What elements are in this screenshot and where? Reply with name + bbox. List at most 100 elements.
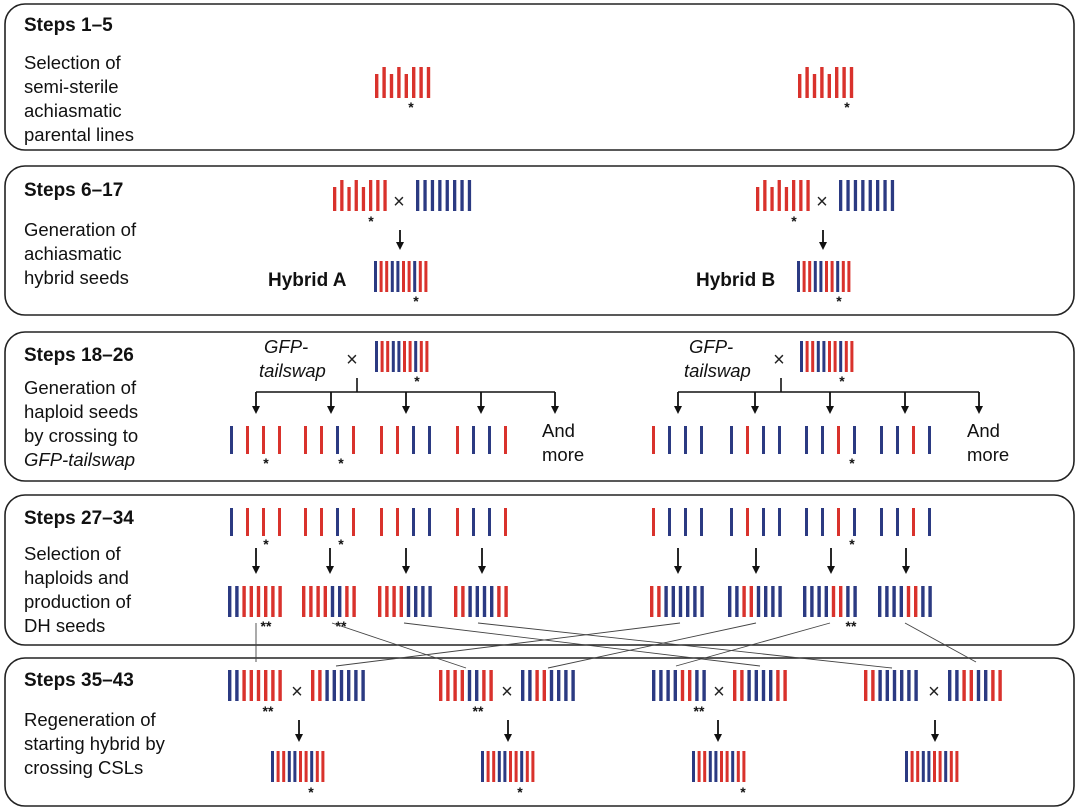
chromosome-bar <box>246 426 249 454</box>
chromosome-bar <box>822 341 826 372</box>
chromosome-bar <box>454 586 458 617</box>
dh-seed-4 <box>650 586 704 617</box>
chromosome-bar <box>896 508 899 536</box>
panel4-line2: haploids and <box>24 567 129 588</box>
chromosome-bar <box>347 187 351 211</box>
chromosome-bar <box>336 508 339 536</box>
chromosome-bar <box>446 670 450 701</box>
chromosome-bar <box>777 180 781 211</box>
panel3-line1: Generation of <box>24 377 137 398</box>
chromosome-bar <box>520 751 524 782</box>
chromosome-bar <box>998 670 1002 701</box>
chromosome-bar <box>955 751 959 782</box>
chromosome-bar <box>375 341 378 372</box>
chromosome-bar <box>885 586 889 617</box>
chromosome-bar <box>927 751 931 782</box>
chromosome-bar <box>671 586 675 617</box>
chromosome-bar <box>347 670 351 701</box>
chromosome-bar <box>504 426 507 454</box>
chromosome-bar <box>876 180 880 211</box>
star-p2-parent-right: * <box>791 213 797 229</box>
chromosome-bar <box>778 586 782 617</box>
star-regenerated-0: * <box>308 784 314 800</box>
chromosome-bar <box>318 670 322 701</box>
panel5-title: Steps 35–43 <box>24 670 134 691</box>
chromosome-bar <box>304 508 307 536</box>
chromosome-bar <box>844 341 848 372</box>
chromosome-bar <box>412 426 415 454</box>
chromosome-bar <box>445 180 449 211</box>
chromosome-bar <box>816 341 820 372</box>
chromosome-bar <box>803 586 807 617</box>
csl-right-2 <box>733 670 787 701</box>
chromosome-bar <box>659 670 663 701</box>
chromosome-bar <box>850 341 854 372</box>
chromosome-bar <box>883 180 887 211</box>
chromosome-bar <box>991 670 995 701</box>
chromosome-bar <box>456 508 459 536</box>
chromosome-bar <box>762 508 765 536</box>
chromosome-bar <box>684 508 687 536</box>
chromosome-bar <box>242 586 246 617</box>
connector-line-6 <box>675 622 831 667</box>
cross-sign-p2-left: × <box>393 191 405 213</box>
chromosome-bar <box>438 180 442 211</box>
chromosome-bar <box>984 670 988 701</box>
chromosome-bar <box>486 751 490 782</box>
haploid-selected-2 <box>380 508 431 536</box>
and-more-right-2: more <box>967 444 1009 465</box>
chromosome-bar <box>375 74 379 98</box>
chromosome-bar <box>742 751 746 782</box>
chromosome-bar <box>278 586 282 617</box>
chromosome-bar <box>354 670 358 701</box>
chromosome-bar <box>521 670 525 701</box>
panel-steps-6-17 <box>4 165 1075 316</box>
chromosome-bar <box>482 670 486 701</box>
chromosome-bar <box>378 586 382 617</box>
chromosome-bar <box>885 670 889 701</box>
panel2-title: Steps 6–17 <box>24 180 123 201</box>
chromosome-bar <box>467 180 472 211</box>
chromosome-bar <box>731 751 735 782</box>
chromosome-bar <box>423 180 427 211</box>
chromosome-bar <box>460 670 464 701</box>
chromosome-bar <box>746 426 749 454</box>
chromosome-bar <box>680 670 685 701</box>
chromosome-bar <box>921 751 925 782</box>
chromosome-bar <box>472 426 475 454</box>
chromosome-bar <box>315 751 319 782</box>
chromosome-bar <box>916 751 920 782</box>
panel1-line4: parental lines <box>24 124 134 145</box>
chromosome-bar <box>525 751 529 782</box>
chromosome-bar <box>798 74 802 98</box>
chromosome-bar <box>764 586 768 617</box>
chromosome-bar <box>853 508 856 536</box>
chromosome-bar <box>489 670 493 701</box>
chromosome-bar <box>678 586 683 617</box>
chromosome-bar <box>841 261 845 292</box>
chromosome-bar <box>262 426 265 454</box>
chromosome-bar <box>819 261 823 292</box>
chromosome-bar <box>282 751 286 782</box>
chromosome-bar <box>276 751 280 782</box>
panel4-line4: DH seeds <box>24 615 105 636</box>
chromosome-bar <box>928 426 931 454</box>
chromosome-bar <box>428 508 431 536</box>
chromosome-bar <box>503 751 507 782</box>
star-dh-6: ** <box>846 618 857 634</box>
chromosome-bar <box>323 586 327 617</box>
chromosome-bar <box>650 586 654 617</box>
star-p4-hap-0: * <box>263 536 269 552</box>
chromosome-bar <box>278 426 281 454</box>
star-csl-0: ** <box>263 703 274 719</box>
chromosome-bar <box>299 751 302 782</box>
chromosome-bar <box>425 341 429 372</box>
chromosome-bar <box>693 586 697 617</box>
chromosome-bar <box>771 586 775 617</box>
chromosome-bar <box>811 341 815 372</box>
chromosome-bar <box>412 67 416 98</box>
chromosome-bar <box>293 751 297 782</box>
cross-sign-p5-1: × <box>501 681 513 703</box>
star-p3-hybrid-right: * <box>839 373 845 389</box>
chromosome-bar <box>808 261 812 292</box>
